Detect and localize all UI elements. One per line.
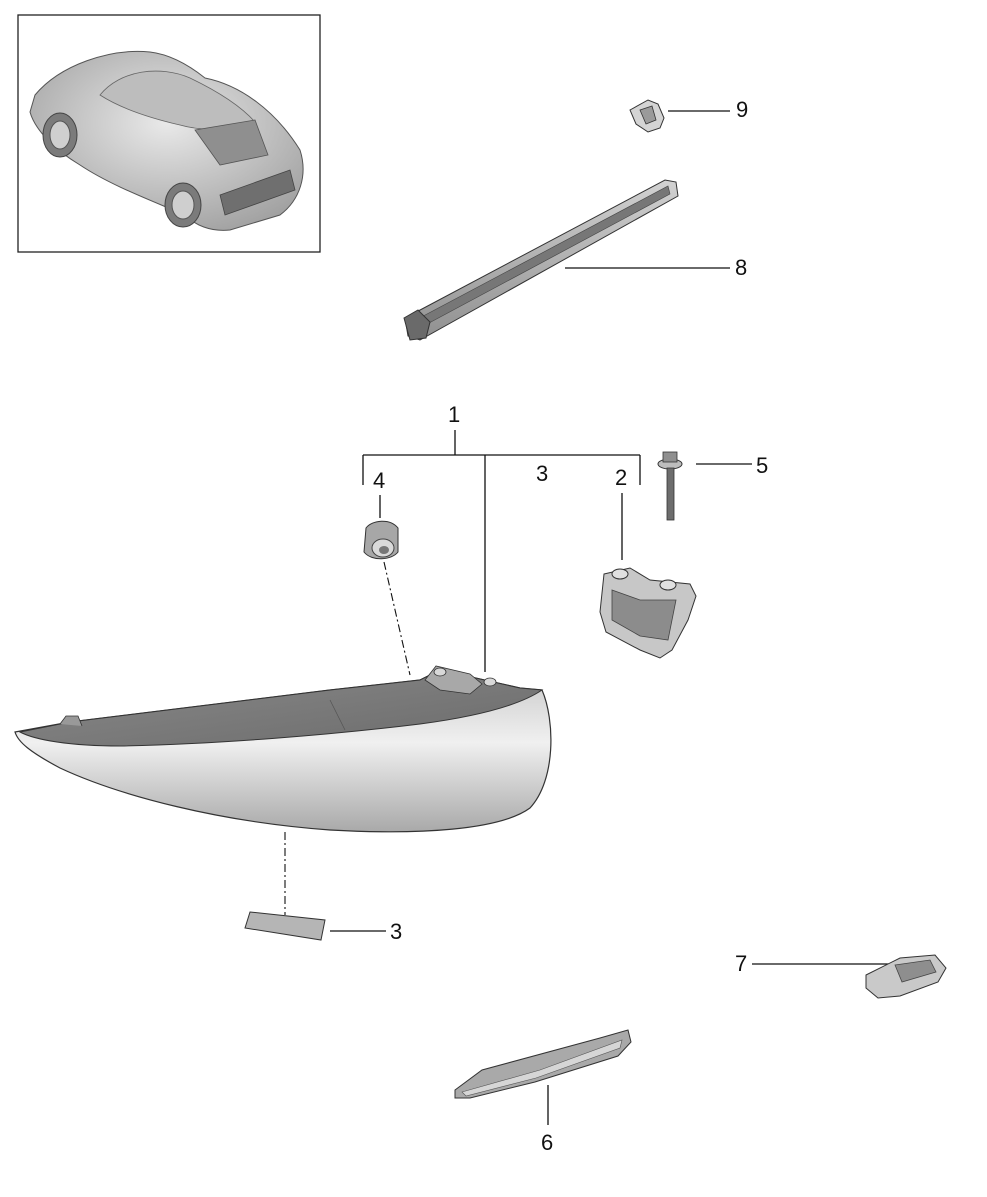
assembly-bracket <box>362 430 641 672</box>
third-brake-light-icon <box>403 179 679 341</box>
gasket-pad-icon <box>244 911 326 941</box>
lamp-socket-icon <box>363 520 399 560</box>
dash-line-4 <box>383 561 411 676</box>
callout-1: 1 <box>448 402 460 427</box>
car-overview-icon <box>29 50 304 231</box>
bracket-icon <box>599 567 697 659</box>
callout-2: 2 <box>615 465 627 490</box>
callout-3: 3 <box>390 919 402 944</box>
callout-5: 5 <box>756 453 768 478</box>
callout-4: 4 <box>373 468 385 493</box>
license-light-icon <box>865 954 947 999</box>
callout-7: 7 <box>735 951 747 976</box>
tail-light-lens-icon <box>14 665 552 833</box>
clip-nut-icon <box>629 99 665 133</box>
reflector-icon <box>454 1029 632 1099</box>
car-overview-inset <box>17 14 321 253</box>
callout-6: 6 <box>541 1130 553 1155</box>
screw-icon <box>657 451 683 521</box>
callout-3-group: 3 <box>536 461 548 486</box>
callout-9: 9 <box>736 97 748 122</box>
callout-8: 8 <box>735 255 747 280</box>
